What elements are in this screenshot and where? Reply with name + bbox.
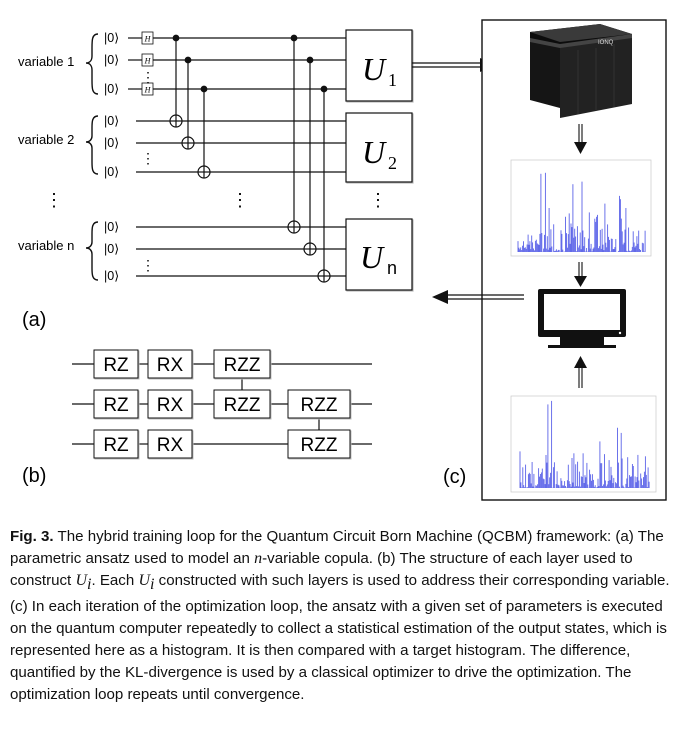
unitary-symbol-1: U [362,51,387,87]
gate-rzz-2b: RZZ [301,435,338,456]
unitary-box-2: U 2 [345,112,413,183]
gate-rz-3: RZ [103,435,129,456]
caption-math-u-1: U [75,572,87,589]
hadamard-gates: H H H [141,31,154,96]
unitary-subscript-1: 1 [388,70,397,90]
ket-1-3: |0⟩ [104,82,119,96]
panel-c: IONQ [432,19,667,501]
brace-variable-1 [85,33,99,95]
variable-label-n: variable n [18,238,74,253]
output-histogram-bars [517,172,646,252]
gate-rz-2: RZ [103,395,129,416]
variable-label-2: variable 2 [18,132,74,147]
caption-math-u-2: U [138,572,150,589]
ellipsis-var2: ⋮ [141,150,155,166]
ellipsis-circuit: ⋮ [231,190,249,210]
ket-n-1: |0⟩ [104,220,119,234]
panel-b: RZ RX RZZ RZ RX RZZ RZZ RZ RX RZZ (b) [22,349,372,487]
ket-2-2: |0⟩ [104,136,119,150]
unitary-symbol-n: U [360,239,385,275]
target-histogram-bars [519,400,650,488]
gate-rx-2: RX [157,395,184,416]
hadamard-label-1: H [144,35,152,44]
caption-label: Fig. 3. [10,528,54,545]
ellipsis-var1: ⋮ [141,69,155,85]
unitary-symbol-2: U [362,134,387,170]
ket-2-1: |0⟩ [104,114,119,128]
unitary-box-n: U n [345,218,413,291]
arrow-up [574,356,587,388]
quantum-computer-icon: IONQ [530,24,632,118]
arrow-to-circuit [432,290,524,304]
ionq-logo: IONQ [598,40,614,46]
cnot-group-n [287,34,331,283]
target-histogram [510,395,657,493]
caption-math-n: n [254,550,263,567]
gate-rzz-1a: RZZ [224,355,261,376]
panel-label-a: (a) [22,309,46,331]
panel-a: variable 1 variable 2 variable n |0⟩ |0⟩… [18,29,494,331]
ket-n-2: |0⟩ [104,242,119,256]
gate-rzz-2a: RZZ [301,395,338,416]
ellipsis-variables: ⋮ [45,190,63,210]
ket-1-1: |0⟩ [104,31,119,45]
arrow-down-2 [574,262,587,287]
figure-caption: Fig. 3. The hybrid training loop for the… [10,526,678,706]
arrow-down-1 [574,124,587,154]
caption-text-1: The hybrid training loop for the Quantum… [10,528,664,567]
brace-variable-2 [85,115,99,175]
gate-rx-3: RX [157,435,184,456]
ellipsis-unitaries: ⋮ [369,190,387,210]
ket-n-3: |0⟩ [104,269,119,283]
caption-math-sub-i-2: i [150,576,155,594]
caption-text-2: -variable copula. (b) The structure of e… [10,550,633,589]
gate-rx-1: RX [157,355,184,376]
gate-rzz-1b: RZZ [224,395,261,416]
ellipsis-varn: ⋮ [141,257,155,273]
panel-label-b: (b) [22,465,46,487]
unitary-box-1: U 1 [345,29,413,102]
gate-rz-1: RZ [103,355,129,376]
classical-computer-icon [538,289,626,348]
figure-3: variable 1 variable 2 variable n |0⟩ |0⟩… [18,19,667,501]
caption-text-3: . Each [91,572,139,589]
ket-2-3: |0⟩ [104,165,119,179]
ket-1-2: |0⟩ [104,53,119,67]
brace-variable-n [85,221,99,281]
caption-math-sub-i-1: i [87,576,92,594]
unitary-subscript-2: 2 [388,153,397,173]
variable-label-1: variable 1 [18,54,74,69]
unitary-subscript-n: n [387,258,397,278]
output-histogram [510,159,652,257]
hadamard-label-3: H [144,86,152,95]
cnot-group-2 [169,34,211,179]
panel-label-c: (c) [443,466,466,488]
caption-text-4: constructed with such layers is used to … [10,572,670,704]
hadamard-label-2: H [144,57,152,66]
